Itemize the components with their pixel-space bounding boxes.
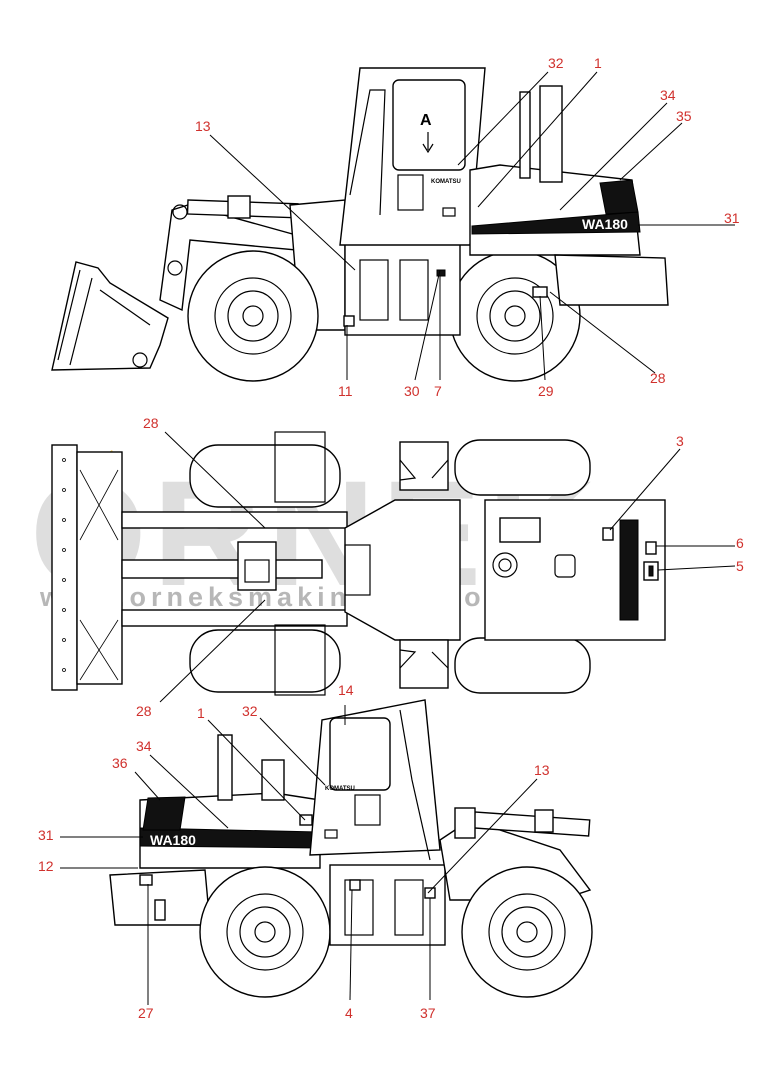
rs-rear-wheel — [199, 866, 331, 998]
exhaust-stack — [539, 85, 563, 183]
top-articulation — [344, 499, 461, 641]
top-arm-lower — [121, 609, 348, 627]
rs-callout-37: 37 — [420, 1005, 436, 1021]
rs-front-wheel — [461, 866, 593, 998]
rs-callout-31: 31 — [38, 827, 54, 843]
rs-callout-12: 12 — [38, 858, 54, 874]
cab-brand-label: KOMATSU — [431, 179, 461, 185]
top-front-wheel-left — [189, 444, 341, 508]
top-callout-6: 6 — [736, 535, 744, 551]
top-view-callouts: 28 3 6 5 28 — [136, 415, 744, 719]
top-rear-wheel-right — [454, 637, 591, 694]
watermark-url: www.orneksmakinalari.com.tr — [39, 582, 557, 612]
right-side-leaders — [60, 705, 538, 1005]
rs-callout-1: 1 — [197, 705, 205, 721]
callout-35: 35 — [676, 108, 692, 124]
rs-exhaust-stack — [217, 734, 233, 801]
engine-hood: WA180 — [469, 85, 641, 256]
top-callout-28-upper: 28 — [143, 415, 159, 431]
top-callout-28-lower: 28 — [136, 703, 152, 719]
right-side-view: WA180 KOMATSU — [38, 682, 593, 1021]
callout-32: 32 — [548, 55, 564, 71]
top-view: 28 3 6 5 28 — [51, 415, 744, 719]
top-view-leaders — [159, 431, 736, 703]
rs-cab-brand-label: KOMATSU — [325, 786, 355, 792]
cab: A KOMATSU — [339, 67, 486, 246]
top-rear-stripe — [619, 519, 639, 621]
callout-34: 34 — [660, 87, 676, 103]
callout-29: 29 — [538, 383, 554, 399]
callout-30: 30 — [404, 383, 420, 399]
left-side-leaders — [209, 71, 735, 381]
rs-callout-32: 32 — [242, 703, 258, 719]
view-marker: A — [420, 112, 432, 129]
rs-callout-27: 27 — [138, 1005, 154, 1021]
rs-cab: KOMATSU — [309, 699, 441, 861]
hood-stripe — [471, 211, 641, 235]
callout-13: 13 — [195, 118, 211, 134]
right-side-callouts: 14 1 32 34 36 13 31 12 27 4 37 — [38, 682, 550, 1021]
rs-hood-model-decal: WA180 — [150, 832, 196, 848]
left-side-view: A KOMATSU WA180 — [51, 55, 740, 399]
rs-callout-34: 34 — [136, 738, 152, 754]
hood-model-decal: WA180 — [582, 216, 628, 232]
top-arm-upper — [121, 511, 348, 529]
rs-center-frame — [329, 864, 446, 946]
top-callout-5: 5 — [736, 558, 744, 574]
center-frame — [344, 239, 461, 336]
top-callout-3: 3 — [676, 433, 684, 449]
rs-callout-4: 4 — [345, 1005, 353, 1021]
rs-callout-13: 13 — [534, 762, 550, 778]
top-bucket-edge — [51, 444, 78, 691]
front-wheel — [187, 250, 319, 382]
top-rear-wheel-left — [454, 439, 591, 496]
callout-7: 7 — [434, 383, 442, 399]
rs-engine-hood: WA180 — [139, 734, 321, 869]
left-side-callouts: 32 1 34 35 13 31 11 30 7 29 28 — [195, 55, 740, 399]
callout-28: 28 — [650, 370, 666, 386]
counterweight — [554, 254, 669, 306]
top-cylinder — [121, 559, 323, 579]
callout-11: 11 — [338, 383, 353, 399]
top-front-wheel-right — [189, 629, 341, 693]
bucket — [51, 261, 169, 371]
rs-callout-36: 36 — [112, 755, 128, 771]
rs-callout-14: 14 — [338, 682, 354, 698]
callout-1: 1 — [594, 55, 602, 71]
callout-31: 31 — [724, 210, 740, 226]
